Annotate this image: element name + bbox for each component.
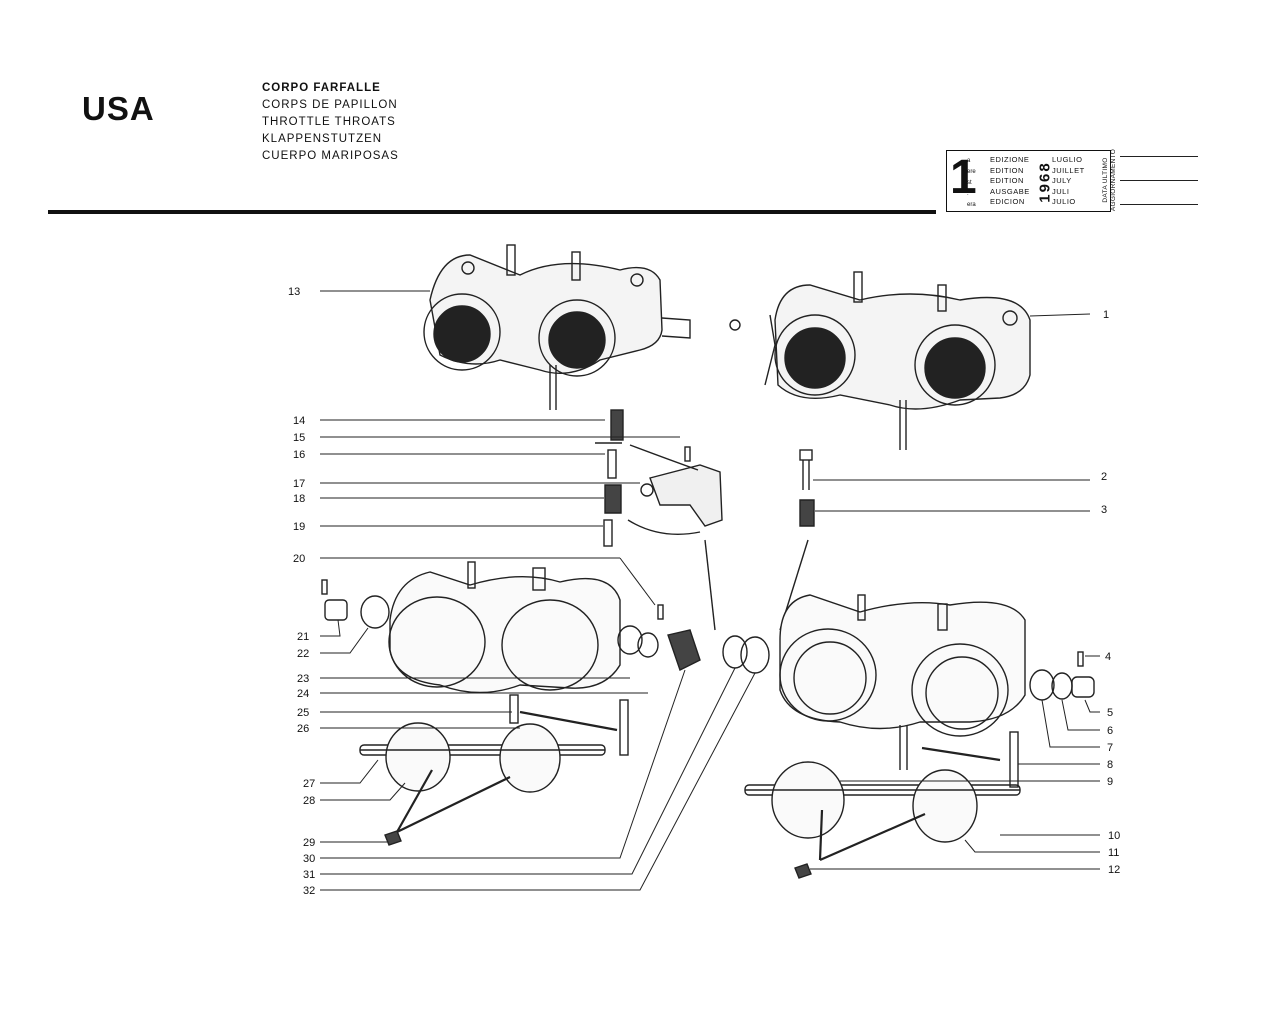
callout-29: 29: [303, 837, 315, 849]
ordinal: ere: [967, 169, 976, 175]
edition-month: JULY: [1052, 176, 1072, 185]
callout-23: 23: [297, 673, 309, 685]
bushings-center: [722, 635, 770, 674]
region-code: USA: [82, 90, 155, 127]
section-titles: CORPO FARFALLE CORPS DE PAPILLON THROTTL…: [262, 80, 399, 165]
title-spanish: CUERPO MARIPOSAS: [262, 150, 399, 162]
throttle-shaft-right: [744, 731, 1021, 879]
callout-1: 1: [1103, 309, 1109, 321]
callout-27: 27: [303, 778, 315, 790]
callout-9: 9: [1107, 776, 1113, 788]
edition-number: 1: [950, 151, 977, 204]
callout-18: 18: [293, 493, 305, 505]
callout-14: 14: [293, 415, 305, 427]
edition-box: [946, 150, 1111, 212]
header-rule: [48, 210, 936, 214]
edition-word: EDITION: [990, 176, 1024, 185]
throttle-body-bottom-right: [779, 594, 1095, 770]
callout-7: 7: [1107, 742, 1113, 754]
update-line: [1120, 156, 1198, 157]
title-italian: CORPO FARFALLE: [262, 82, 381, 94]
edition-month: JULI: [1052, 186, 1070, 196]
callout-22: 22: [297, 648, 309, 660]
edition-word: EDIZIONE: [990, 155, 1030, 164]
callout-5: 5: [1107, 707, 1113, 719]
callout-3: 3: [1101, 504, 1107, 516]
title-french: CORPS DE PAPILLON: [262, 99, 398, 111]
callout-19: 19: [293, 521, 305, 533]
title-english: THROTTLE THROATS: [262, 116, 396, 128]
callout-25: 25: [297, 707, 309, 719]
throttle-body-top-right: [729, 271, 1031, 450]
callout-2: 2: [1101, 471, 1107, 483]
edition-month: JULIO: [1052, 197, 1076, 206]
update-line: [1120, 180, 1198, 181]
edition-month: JUILLET: [1052, 165, 1085, 175]
throttle-body-bottom-left: [321, 561, 701, 694]
linkage-assembly: [595, 409, 809, 631]
throttle-body-top-left: [423, 244, 691, 410]
ordinal: st: [967, 180, 972, 186]
update-line: [1120, 204, 1198, 205]
ordinal: era: [967, 202, 976, 208]
callout-6: 6: [1107, 725, 1113, 737]
title-german: KLAPPENSTUTZEN: [262, 133, 383, 145]
callout-16: 16: [293, 449, 305, 461]
callouts-left: 13 14 15 16 17 18 19 20 21 22 23 24 25 2…: [288, 286, 315, 897]
throttle-shaft-left: [359, 694, 629, 846]
callout-31: 31: [303, 869, 315, 881]
edition-ordinals: a ere st . era: [967, 156, 976, 211]
screw-spring-right: [799, 449, 815, 527]
ordinal: a: [967, 158, 971, 164]
callout-30: 30: [303, 853, 315, 865]
callouts-right: 1 2 3 4 5 6 7 8 9 10 11 12: [1101, 309, 1120, 876]
leader-lines: [320, 290, 1100, 891]
edition-month: LUGLIO: [1052, 155, 1083, 164]
edition-word: EDICION: [990, 197, 1025, 206]
edition-months: LUGLIO JUILLET JULY JULI JULIO: [1052, 155, 1085, 208]
callout-10: 10: [1108, 830, 1120, 842]
callout-13: 13: [288, 286, 300, 298]
arrows: [396, 710, 1001, 862]
callout-21: 21: [297, 631, 309, 643]
callout-26: 26: [297, 723, 309, 735]
edition-words: EDIZIONE EDITION EDITION AUSGABE EDICION: [990, 155, 1030, 208]
callout-15: 15: [293, 432, 305, 444]
ordinal: .: [967, 191, 969, 197]
callout-11: 11: [1108, 847, 1119, 859]
callout-24: 24: [297, 688, 309, 700]
callout-8: 8: [1107, 759, 1113, 771]
callout-32: 32: [303, 885, 315, 897]
callout-28: 28: [303, 795, 315, 807]
callout-12: 12: [1108, 864, 1120, 876]
callout-4: 4: [1105, 651, 1111, 663]
edition-word: EDITION: [990, 165, 1024, 175]
callout-17: 17: [293, 478, 305, 490]
edition-word: AUSGABE: [990, 186, 1030, 196]
callout-20: 20: [293, 553, 305, 565]
